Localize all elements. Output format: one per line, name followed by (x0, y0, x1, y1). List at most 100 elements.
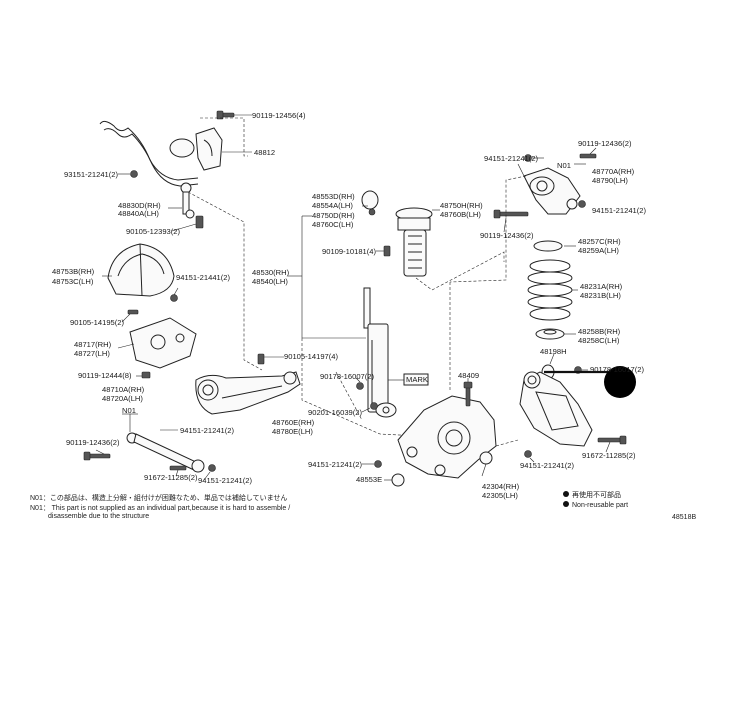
note-en-line1: N01： This part is not supplied as an ind… (30, 505, 290, 512)
note-jp: N01：この部品は、構造上分解・組付けが困難なため、単品では補給していません (30, 493, 287, 502)
shock-absorber (363, 287, 397, 418)
stabilizer-bar (99, 120, 223, 187)
upper-control-arm (195, 371, 301, 415)
bolt-90109-10181 (383, 245, 391, 257)
bolt-90201-16039 (370, 402, 378, 410)
label-48540: 48540(LH) (252, 277, 288, 286)
legend-jp: 再使用不可部品 (572, 490, 621, 499)
spring-upper-seat (533, 240, 563, 252)
label-48259a: 48259A(LH) (578, 246, 619, 255)
label-48258b: 48258B(RH) (578, 327, 621, 336)
label-48409: 48409 (458, 371, 479, 380)
label-90201-16039: 90201-16039(2) (308, 408, 363, 417)
bolt-90105-14197 (257, 353, 265, 365)
label-94151-21241-a: 94151-21241(2) (180, 426, 235, 435)
label-48760e: 48760E(RH) (272, 418, 315, 427)
nut-90178-16007-a (356, 382, 364, 390)
label-90109-10181: 90109-10181(4) (322, 247, 377, 256)
part-labels: 90119-12456(4) 48812 93151-21241(2) 4883… (52, 111, 647, 500)
bolt-91672-11285-a (169, 465, 187, 471)
label-48717: 48717(RH) (74, 340, 112, 349)
bolt-91672-11285-b (597, 435, 627, 445)
label-94151-21241-d: 94151-21241(2) (484, 154, 539, 163)
label-48231b: 48231B(LH) (580, 291, 621, 300)
label-90105-14197: 90105-14197(4) (284, 352, 339, 361)
nut-94151-21241-e (578, 200, 586, 208)
bolt-90105-14195 (127, 309, 139, 315)
footnotes: N01：この部品は、構造上分解・組付けが困難なため、単品では補給していません N… (30, 493, 290, 520)
bolt-90119-12436-a (83, 451, 111, 461)
label-48231a: 48231A(RH) (580, 282, 623, 291)
bump-stopper (361, 190, 379, 216)
spring-lower-seat (535, 328, 565, 340)
stabilizer-bushing (169, 138, 195, 158)
label-91672-11285-b: 91672-11285(2) (582, 451, 636, 460)
label-48553d: 48553D(RH) (312, 192, 355, 201)
upper-arm-right (523, 167, 581, 215)
label-90119-12436-b: 90119-12436(2) (578, 139, 632, 148)
label-48812: 48812 (254, 148, 275, 157)
label-48753b: 48753B(RH) (52, 267, 95, 276)
label-48790: 48790(LH) (592, 176, 628, 185)
nut-93151-21241 (130, 170, 138, 178)
legend-marker-jp (563, 491, 569, 497)
label-48840a: 48840A(LH) (118, 209, 159, 218)
label-90105-14195: 90105-14195(2) (70, 318, 125, 327)
diagram-id: 48518B (672, 514, 696, 521)
label-48770a: 48770A(RH) (592, 167, 635, 176)
rear-axle-carrier (397, 395, 497, 479)
label-42305: 42305(LH) (482, 491, 518, 500)
legend-marker-en (563, 501, 569, 507)
label-48727: 48727(LH) (74, 349, 110, 358)
label-n01-left: N01 (122, 406, 136, 415)
label-48710a: 48710A(RH) (102, 385, 145, 394)
dust-boot (395, 207, 433, 277)
label-48553e: 48553E (356, 475, 382, 484)
label-90119-12444: 90119-12444(8) (78, 371, 132, 380)
label-48760c: 48760C(LH) (312, 220, 354, 229)
label-90178-16007-a: 90178-16007(2) (320, 372, 375, 381)
label-91672-11285-a: 91672-11285(2) (144, 473, 198, 482)
stabilizer-bracket (195, 127, 223, 171)
legend-en: Non-reusable part (572, 502, 628, 509)
callout-pointer (544, 366, 636, 398)
label-48753c: 48753C(LH) (52, 277, 94, 286)
label-90105-12393: 90105-12393(2) (126, 227, 181, 236)
label-48530: 48530(RH) (252, 268, 290, 277)
label-48830d: 48830D(RH) (118, 201, 161, 210)
label-48257c: 48257C(RH) (578, 237, 621, 246)
carrier-bracket (129, 317, 197, 369)
stabilizer-link (180, 182, 204, 229)
note-en-line2: disassemble due to the structure (48, 513, 149, 520)
nut-94151-21441 (170, 294, 178, 302)
label-94151-21241-b: 94151-21241(2) (198, 476, 253, 485)
label-90119-12436-c: 90119-12436(2) (480, 231, 534, 240)
label-n01-top: N01 (557, 161, 571, 170)
bracket-48530 (288, 215, 366, 339)
bolt-90119-12436-b (579, 153, 597, 159)
coil-spring (527, 259, 573, 321)
n01-bracket-left (122, 413, 138, 432)
label-90119-12436-a: 90119-12436(2) (66, 438, 120, 447)
label-48258c: 48258C(LH) (578, 336, 620, 345)
nut-94151-21241-d (524, 154, 532, 162)
bolt-48409 (463, 381, 473, 407)
label-90178-16017: 90178-16017(2) (590, 365, 645, 374)
bolt-90119-12436-c (493, 209, 529, 219)
bolt-90119-12444 (141, 371, 151, 379)
label-48750d: 48750D(RH) (312, 211, 355, 220)
label-48780e: 48780E(LH) (272, 427, 313, 436)
label-mark: MARK (406, 375, 428, 384)
label-94151-21241-e: 94151-21241(2) (592, 206, 647, 215)
label-90119-12456: 90119-12456(4) (252, 111, 306, 120)
label-48198h: 48198H (540, 347, 567, 356)
label-48750h: 48750H(RH) (440, 201, 483, 210)
label-94151-21441: 94151-21441(2) (176, 273, 231, 282)
label-48760b: 48760B(LH) (440, 210, 481, 219)
legend: 再使用不可部品 Non-reusable part (563, 490, 628, 509)
label-42304: 42304(RH) (482, 482, 520, 491)
label-48554a: 48554A(LH) (312, 201, 353, 210)
label-48720a: 48720A(LH) (102, 394, 143, 403)
label-93151-21241: 93151-21241(2) (64, 170, 119, 179)
